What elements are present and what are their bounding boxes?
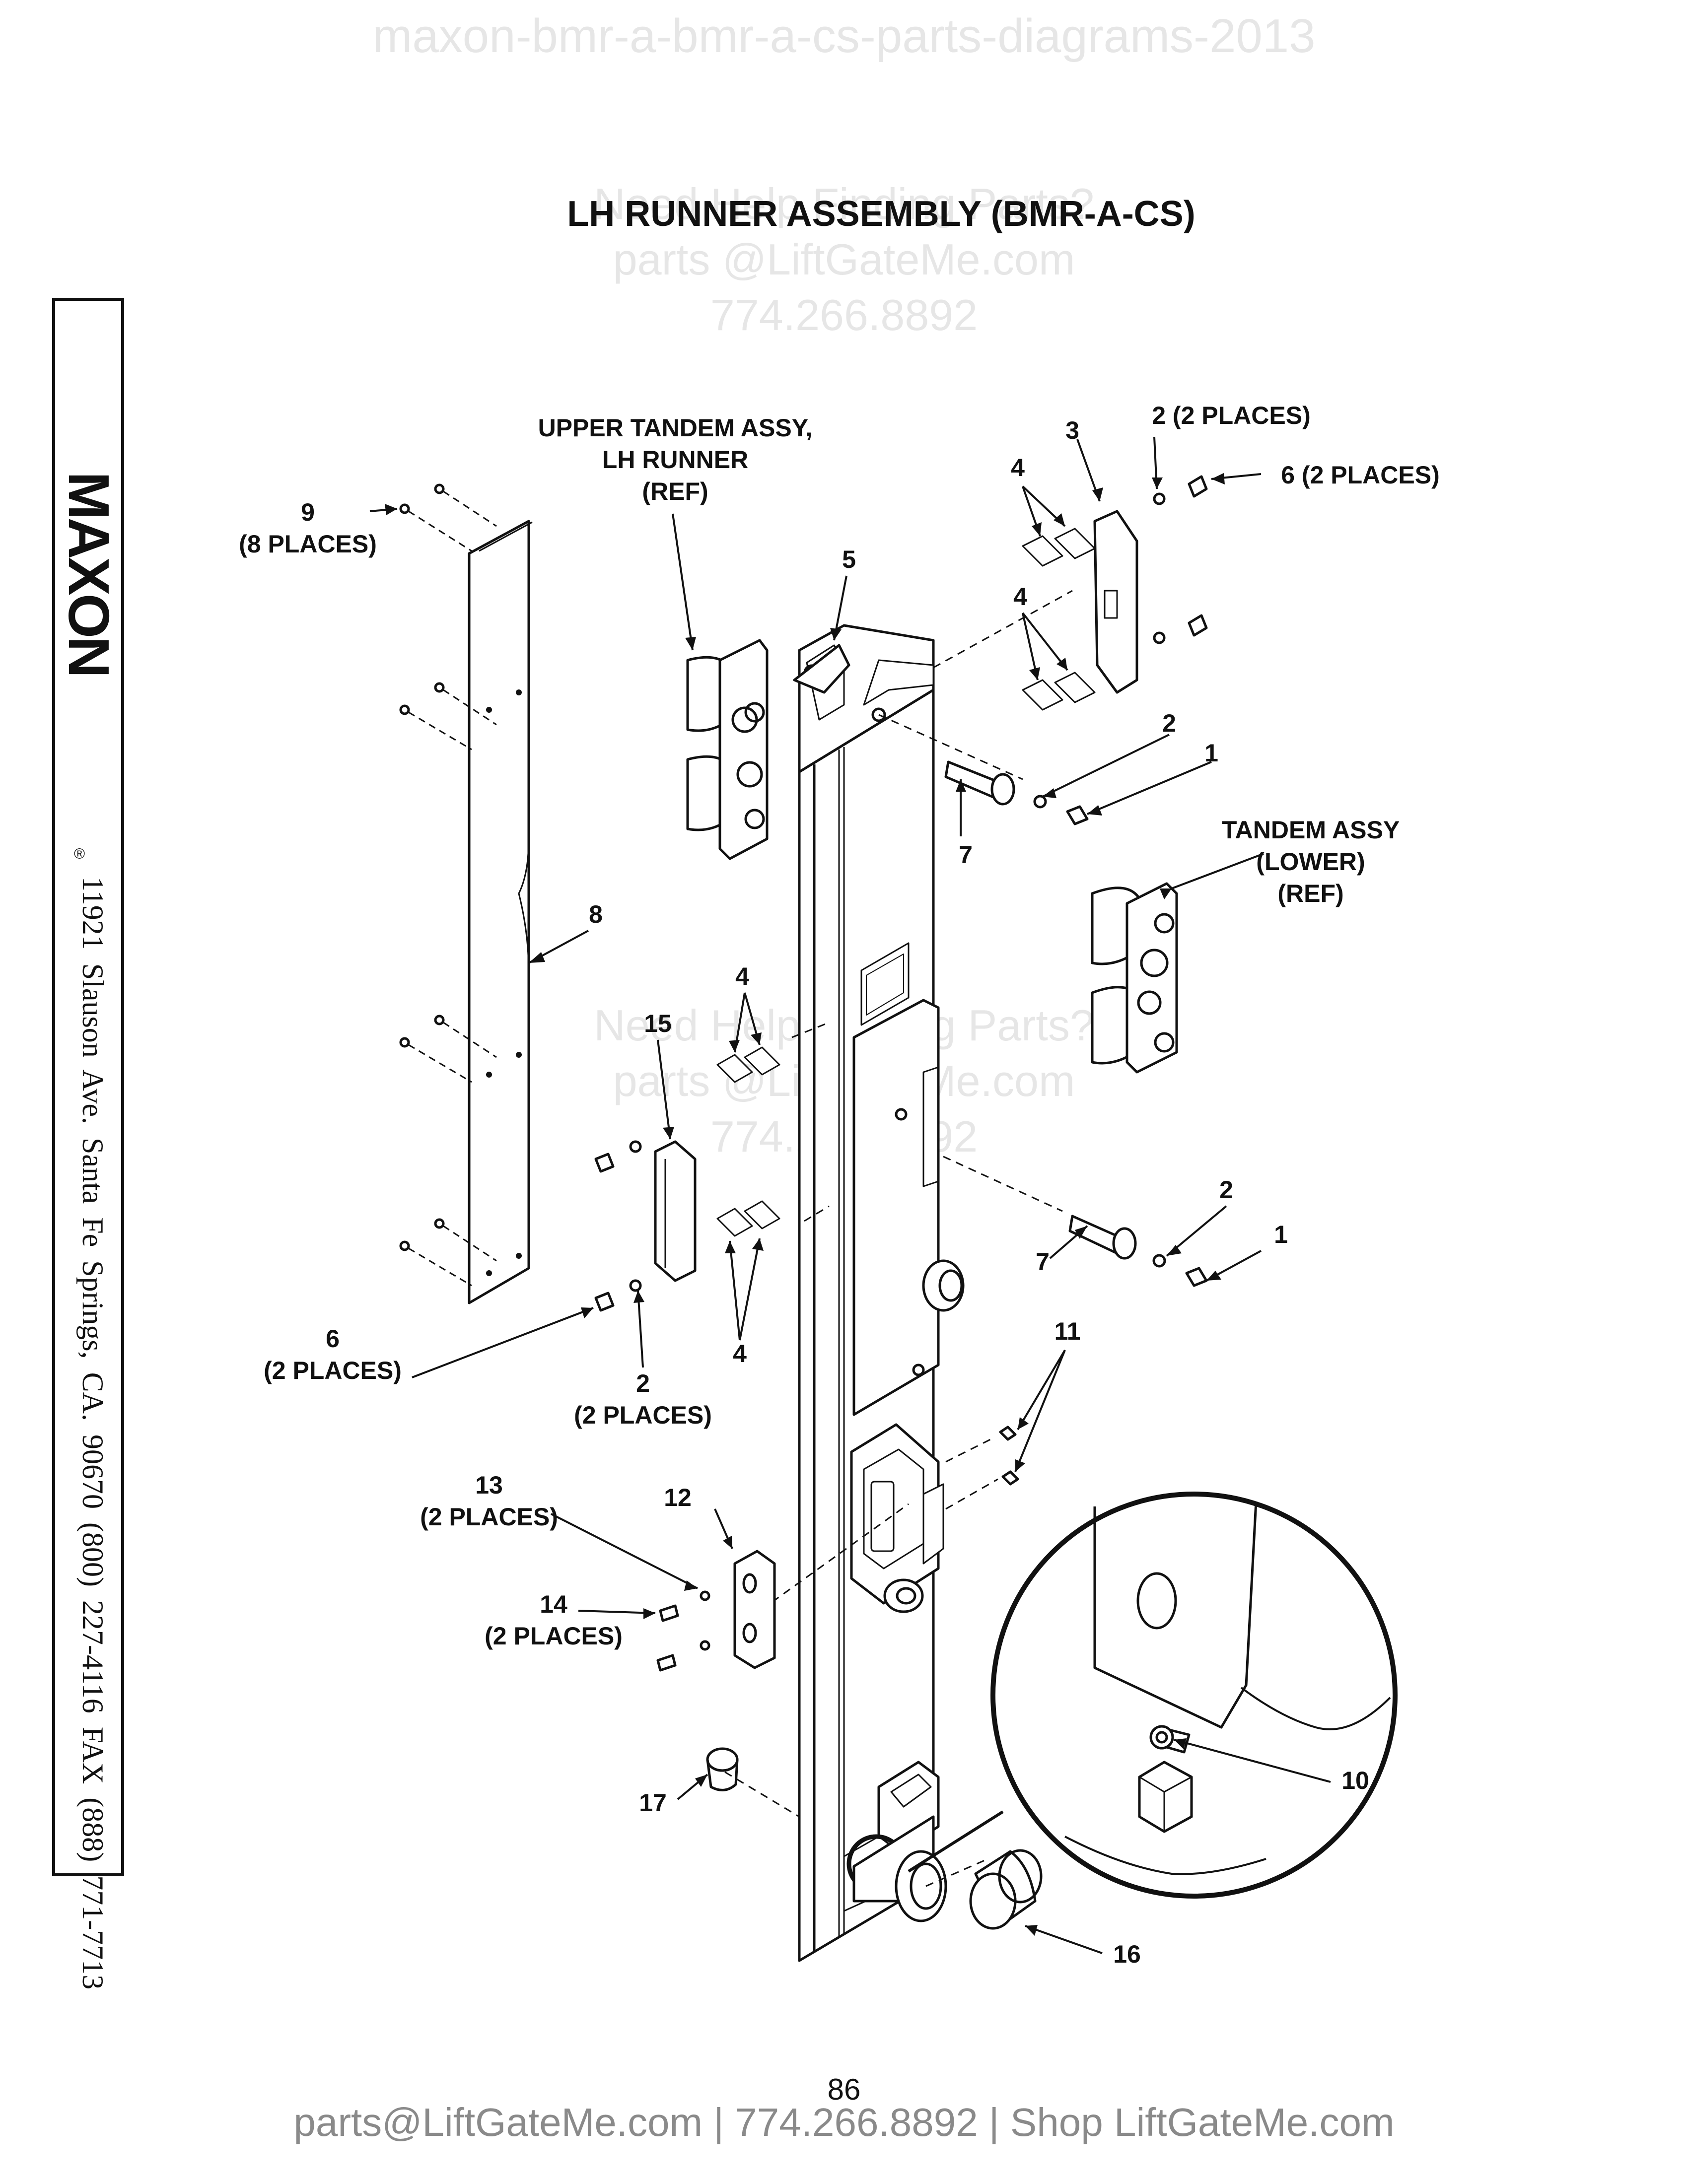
- label-part-1-lower: 1: [1274, 1221, 1288, 1248]
- lower-tandem-assembly: [1091, 882, 1178, 1074]
- runner-column: [793, 624, 965, 1962]
- watermark-title: maxon-bmr-a-bmr-a-cs-parts-diagrams-2013: [372, 9, 1316, 63]
- label-part-2-upper: 2: [1162, 709, 1176, 737]
- label-part-5: 5: [842, 546, 856, 573]
- label-upper-tandem-assy: UPPER TANDEM ASSY, LH RUNNER (REF): [538, 414, 813, 505]
- label-part-8: 8: [589, 900, 603, 928]
- upper-tandem-assembly: [686, 639, 769, 860]
- pin-part-7-lower: [1068, 1215, 1208, 1287]
- pin-part-7-upper: [944, 760, 1089, 825]
- side-plate-part-8: [468, 520, 533, 1304]
- brand-sidebar: MAXON ® 11921 Slauson Ave. Santa Fe Spri…: [52, 298, 124, 1989]
- label-part-1-upper: 1: [1204, 739, 1218, 767]
- label-part-10: 10: [1341, 1767, 1369, 1794]
- bushing-part-16: [969, 1849, 1043, 1930]
- screw-set-part-9: [399, 483, 522, 1287]
- watermark-help: Need Help Finding Parts?: [594, 179, 1094, 228]
- label-part-9: 9 (8 PLACES): [239, 498, 377, 558]
- bushing-part-17: [706, 1747, 739, 1791]
- watermark-block-upper: Need Help Finding Parts? parts @LiftGate…: [0, 176, 1688, 343]
- label-part-6-bottom: 6 (2 PLACES): [264, 1325, 402, 1384]
- label-part-16: 16: [1113, 1940, 1141, 1968]
- label-part-2-lower: 2: [1219, 1176, 1233, 1204]
- label-part-2-bottom: 2 (2 PLACES): [574, 1369, 712, 1429]
- detail-view-circle: [990, 1492, 1398, 1899]
- label-part-7-upper: 7: [959, 841, 973, 869]
- label-tandem-assy-lower: TANDEM ASSY (LOWER) (REF): [1221, 816, 1400, 907]
- part-3-bracket-group: [1022, 475, 1208, 711]
- nut-set-part-11: [999, 1426, 1019, 1486]
- registered-mark: ®: [74, 846, 85, 862]
- watermark-phone: 774.266.8892: [710, 290, 978, 340]
- label-part-4-a: 4: [1011, 454, 1025, 481]
- label-part-3: 3: [1065, 416, 1079, 444]
- label-part-13: 13 (2 PLACES): [420, 1471, 558, 1531]
- callout-arrowheads: [385, 473, 1225, 1936]
- page-title: LH RUNNER ASSEMBLY (BMR-A-CS): [567, 194, 1196, 234]
- label-part-12: 12: [664, 1484, 692, 1511]
- assembly-guide-lines: [724, 590, 1073, 1887]
- part-15-bracket-group: [594, 1046, 780, 1312]
- label-part-11: 11: [1054, 1317, 1081, 1345]
- label-part-6-top: 6 (2 PLACES): [1281, 461, 1440, 489]
- label-part-4-d: 4: [733, 1340, 747, 1367]
- label-part-15: 15: [644, 1010, 672, 1037]
- label-part-14: 14 (2 PLACES): [485, 1590, 623, 1650]
- watermark-email: parts @LiftGateMe.com: [613, 235, 1075, 284]
- label-part-4-c: 4: [735, 962, 749, 990]
- label-part-17: 17: [639, 1789, 667, 1817]
- label-part-7-lower: 7: [1036, 1248, 1050, 1276]
- footer-contact: parts@LiftGateMe.com | 774.266.8892 | Sh…: [293, 2100, 1395, 2144]
- block-part-12-group: [656, 1550, 776, 1672]
- label-part-2-top: 2 (2 PLACES): [1152, 402, 1311, 429]
- page-number: 86: [827, 2073, 861, 2106]
- label-part-4-b: 4: [1013, 583, 1027, 611]
